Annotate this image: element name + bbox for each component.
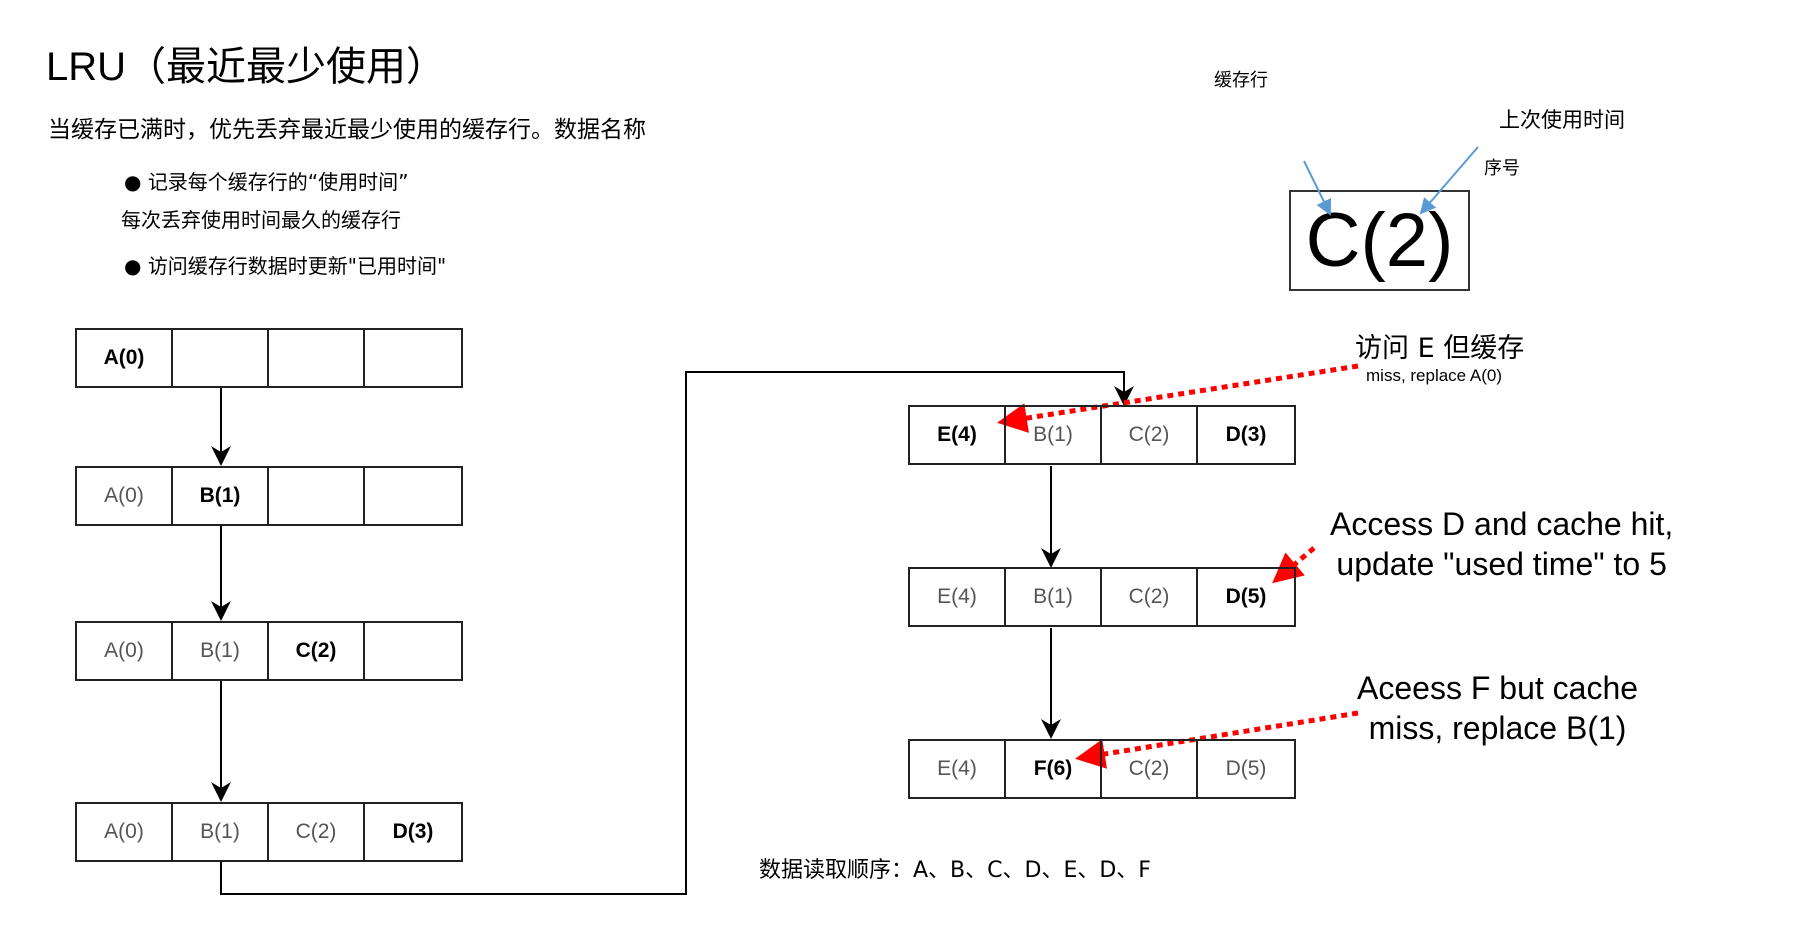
annotation-d: Access D and cache hit, update "used tim…	[1330, 504, 1673, 584]
blue-pointer-arrow	[1303, 160, 1332, 216]
cache-line-cell	[269, 468, 365, 524]
bullet-text: 记录每个缓存行的“使用时间”	[147, 170, 409, 194]
bullet-text: 访问缓存行数据时更新"已用时间"	[147, 254, 447, 278]
annotation-f: Aceess F but cache miss, replace B(1)	[1357, 668, 1638, 748]
bullet-item: ● 访问缓存行数据时更新"已用时间"	[124, 250, 446, 279]
cache-state-row: A(0)	[75, 328, 463, 388]
cache-line-cell: A(0)	[77, 623, 173, 679]
cache-state-row: E(4)B(1)C(2) D(5)	[908, 567, 1296, 627]
cache-line-cell: E(4)	[910, 741, 1006, 797]
cache-line-cell	[173, 330, 269, 386]
last-used-label: 上次使用时间	[1499, 108, 1625, 132]
blue-pointer-arrow	[1419, 146, 1479, 215]
cache-line-label: 缓存行	[1214, 70, 1268, 91]
cache-line-cell: F(6)	[1006, 741, 1102, 797]
cache-line-cell: E(4)	[910, 569, 1006, 625]
cache-line-cell: D(5)	[1225, 585, 1267, 608]
bullet-marker: ●	[124, 254, 142, 278]
subtitle: 当缓存已满时，优先丢弃最近最少使用的缓存行。数据名称	[48, 117, 646, 143]
seq-label: 序号	[1484, 158, 1520, 179]
cache-line-cell: B(1)	[1006, 407, 1102, 463]
cache-line-cell: C(2)	[269, 623, 365, 679]
cache-line-cell: D(3)	[392, 820, 434, 843]
cache-state-row: A(0)B(1)C(2)	[75, 621, 463, 681]
annotation-e-title: 访问 E 但缓存	[1355, 333, 1525, 364]
cache-line-cell: D(5)	[1225, 757, 1267, 780]
cache-state-row: A(0)B(1)C(2) D(3)	[75, 802, 463, 862]
bullet-text: 每次丢弃使用时间最久的缓存行	[121, 208, 401, 232]
cache-line-cell: C(2)	[269, 804, 365, 860]
cache-line-cell: C(2)	[1102, 741, 1198, 797]
cache-line-cell: D(3)	[1225, 423, 1267, 446]
page-title: LRU（最近最少使用）	[46, 45, 447, 89]
cache-state-row: E(4)F(6)C(2) D(5)	[908, 739, 1296, 799]
red-pointer-arrow	[997, 363, 1359, 433]
cache-line-cell	[365, 330, 461, 386]
bullet-item: ● 记录每个缓存行的“使用时间”	[124, 166, 409, 195]
annotation-f-line2: miss, replace B(1)	[1368, 710, 1627, 746]
cache-line-cell: C(2)	[1102, 407, 1198, 463]
cache-line-cell	[365, 623, 461, 679]
bullet-item: 每次丢弃使用时间最久的缓存行	[121, 204, 401, 233]
cache-state-row: A(0)B(1)	[75, 466, 463, 526]
annotation-d-line2: update "used time" to 5	[1336, 546, 1667, 582]
cache-line-cell: C(2)	[1102, 569, 1198, 625]
cache-line-cell: A(0)	[77, 804, 173, 860]
annotation-d-line1: Access D and cache hit,	[1330, 506, 1674, 542]
annotation-e-detail: miss, replace A(0)	[1366, 366, 1503, 385]
red-pointer-arrow	[1272, 546, 1316, 584]
cache-line-cell: B(1)	[173, 804, 269, 860]
cache-line-cell: B(1)	[173, 468, 269, 524]
cache-line-cell	[365, 468, 461, 524]
annotation-f-line1: Aceess F but cache	[1357, 670, 1639, 706]
cache-line-cell	[269, 330, 365, 386]
cache-state-row: E(4)B(1)C(2) D(3)	[908, 405, 1296, 465]
cache-line-cell: A(0)	[77, 330, 173, 386]
cache-line-cell: E(4)	[910, 407, 1006, 463]
cache-line-cell: B(1)	[173, 623, 269, 679]
cache-line-cell: A(0)	[77, 468, 173, 524]
flow-connector	[220, 371, 1134, 895]
cache-line-cell: B(1)	[1006, 569, 1102, 625]
read-order: 数据读取顺序：A、B、C、D、E、D、F	[759, 858, 1151, 883]
bullet-marker: ●	[124, 170, 142, 194]
red-pointer-arrow	[1075, 710, 1359, 769]
